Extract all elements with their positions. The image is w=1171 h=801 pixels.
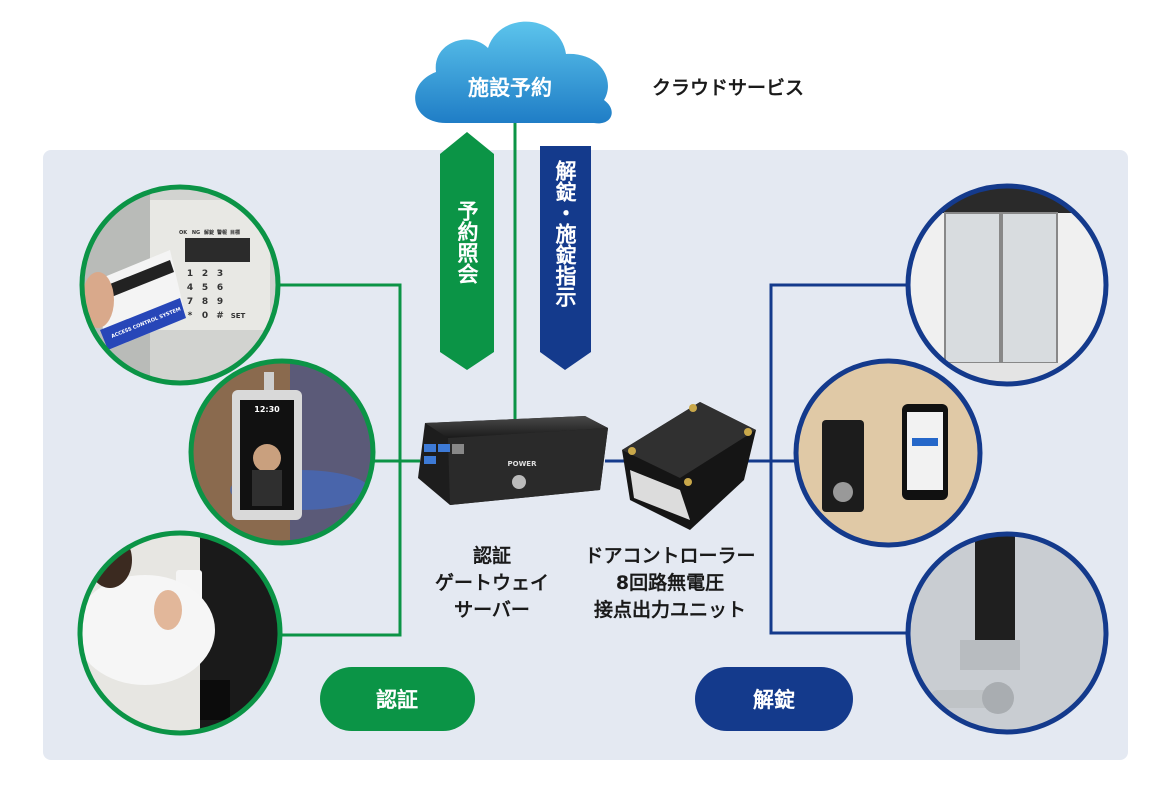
keypad-key-4: 4 <box>187 283 193 293</box>
controller-label-line-3: 接点出力ユニット <box>594 598 746 621</box>
cloud-icon <box>415 21 612 124</box>
keypad-key-5: 5 <box>202 283 208 293</box>
unlock-badge-bg <box>695 667 853 731</box>
gateway-power-text: POWER <box>508 460 538 468</box>
card-keypad-photo <box>79 184 281 386</box>
keypad-status-5: 目標 <box>230 229 240 236</box>
smartphone-auth-photo <box>77 530 283 736</box>
gateway-label-line-3: サーバー <box>454 599 530 621</box>
keypad-key-0: 0 <box>202 311 208 321</box>
auth-badge-label: 認証 <box>376 688 418 712</box>
door-controller-device <box>622 402 756 530</box>
automatic-door-photo <box>905 183 1109 387</box>
gateway-label-line-2: ゲートウェイ <box>435 572 549 594</box>
keypad-set: SET <box>231 312 246 320</box>
keypad-status-labels: OK NG 解錠 警報 目標 <box>179 229 240 236</box>
controller-label-line-2: 8回路無電圧 <box>616 571 724 594</box>
lock-instruction-arrow <box>540 146 591 370</box>
keypad-status-1: OK <box>179 230 188 236</box>
keypad-key-3: 3 <box>217 269 223 279</box>
cloud-label: 施設予約 <box>468 76 552 100</box>
keypad-status-3: 解錠 <box>204 229 214 236</box>
auth-badge-bg <box>320 667 475 731</box>
terminal-time: 12:30 <box>254 405 280 414</box>
cloud-service-label: クラウドサービス <box>652 77 804 99</box>
keypad-key-star: * <box>188 311 193 321</box>
door-handle-lock-photo <box>905 531 1109 735</box>
controller-label-line-1: ドアコントローラー <box>584 545 755 567</box>
keypad-key-hash: # <box>216 311 224 321</box>
keypad-key-6: 6 <box>217 283 223 293</box>
keypad-status-2: NG <box>192 230 200 236</box>
gateway-server-device <box>418 416 608 505</box>
unlock-badge-label: 解錠 <box>753 688 795 712</box>
keypad-key-8: 8 <box>202 297 208 307</box>
keypad-status-4: 警報 <box>216 229 228 236</box>
keypad-key-7: 7 <box>187 297 193 307</box>
face-recognition-photo <box>188 358 376 546</box>
gateway-label-line-1: 認証 <box>473 544 511 567</box>
keypad-key-1: 1 <box>187 269 193 279</box>
keypad-keys: 1 2 3 4 5 6 7 8 9 * 0 # <box>187 269 224 321</box>
keypad-key-2: 2 <box>202 269 208 279</box>
auth-connection-lines <box>270 120 517 637</box>
lock-instruction-label: 解錠・施錠指示 <box>553 159 577 308</box>
smart-lock-phone-photo <box>793 358 983 548</box>
card-icon <box>92 250 186 350</box>
reservation-query-label: 予約照会 <box>455 200 479 285</box>
reservation-query-arrow <box>440 132 494 370</box>
keypad-key-9: 9 <box>217 297 223 307</box>
